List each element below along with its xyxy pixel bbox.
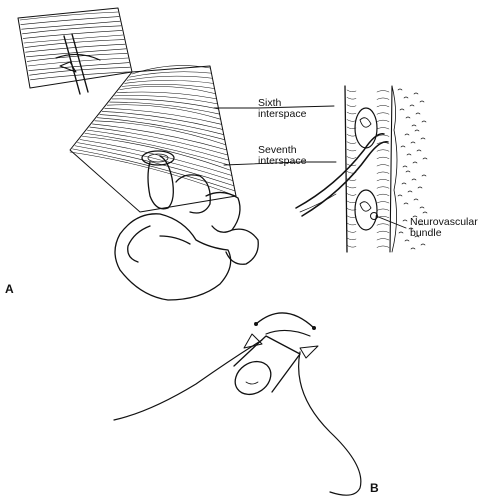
seventh-interspace-label: Seventh interspace — [258, 145, 306, 167]
neurovascular-bundle-label: Neurovascular bundle — [410, 217, 478, 239]
panel-a-letter: A — [5, 282, 14, 296]
inset-chest-wall-sketch — [17, 7, 133, 95]
panel-b-letter: B — [370, 481, 379, 495]
leader-lines — [213, 105, 407, 229]
chest-wall-cross-section — [295, 85, 428, 253]
seventh-interspace-line2: interspace — [258, 155, 307, 167]
neurovascular-bundle-line1: Neurovascular — [410, 216, 478, 228]
sixth-interspace-line1: Sixth — [258, 97, 282, 109]
chest-wall-incision-sketch — [69, 65, 237, 213]
sixth-interspace-line2: interspace — [258, 108, 307, 120]
seventh-interspace-line1: Seventh — [258, 144, 297, 156]
neurovascular-bundle-line2: bundle — [410, 227, 442, 239]
gloved-hand-sketch — [114, 155, 259, 301]
tube-with-suture-sketch — [113, 312, 362, 496]
sixth-interspace-label: Sixth interspace — [258, 98, 306, 120]
